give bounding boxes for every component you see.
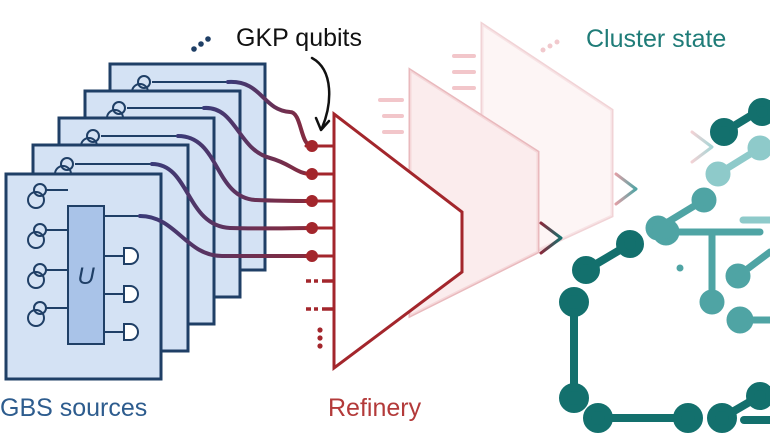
refinery-stub-ticks — [306, 279, 334, 311]
gkp-pointer-arrow — [310, 56, 331, 132]
faded-input-ticks — [378, 54, 476, 134]
ellipsis-icon — [540, 39, 560, 53]
cluster-state-graph — [559, 98, 770, 433]
gbs-sources-label: GBS sources — [0, 394, 148, 422]
detector-icon — [123, 247, 139, 341]
refinery-label: Refinery — [328, 394, 422, 422]
refinery-input-terminals — [304, 140, 336, 262]
gkp-qubits-label: GKP qubits — [236, 24, 363, 52]
ellipsis-icon — [191, 36, 211, 52]
refinery-main — [304, 110, 464, 371]
qubit-wires — [138, 79, 314, 259]
gbs-source-stack: U — [4, 62, 267, 381]
unitary-block — [67, 205, 105, 345]
gbs-source-card-front: U — [4, 172, 163, 381]
squeezer-icon — [27, 183, 140, 333]
arrow-icon — [460, 130, 714, 255]
cluster-state-label: Cluster state — [586, 25, 727, 53]
ellipsis-icon — [317, 327, 323, 349]
unitary-label: U — [77, 263, 95, 290]
